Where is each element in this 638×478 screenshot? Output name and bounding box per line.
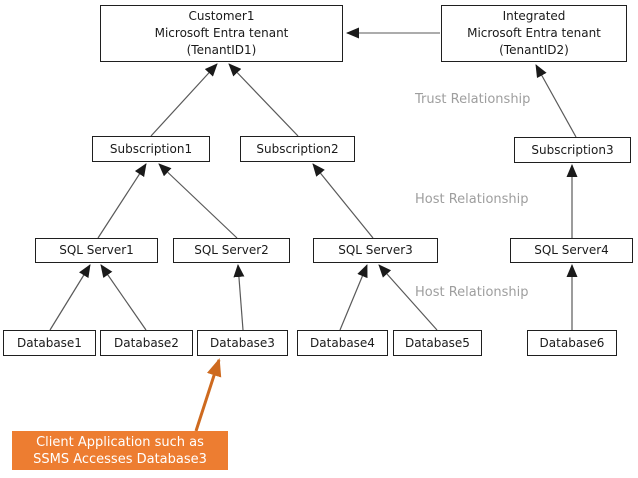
node-sql-server3: SQL Server3 [313, 238, 438, 263]
subscription1-label: Subscription1 [109, 141, 193, 156]
node-subscription2: Subscription2 [240, 136, 355, 162]
arrow-sqlserver2-to-subscription1 [158, 163, 238, 239]
arrow-subscription3-to-integrated [535, 64, 577, 138]
subscription3-label: Subscription3 [531, 142, 614, 157]
node-database6: Database6 [527, 330, 617, 356]
client-application-callout: Client Application such as SSMS Accesses… [12, 431, 228, 470]
node-subscription3: Subscription3 [514, 137, 631, 163]
database5-label: Database5 [405, 335, 470, 350]
database2-label: Database2 [114, 335, 179, 350]
callout-line2: SSMS Accesses Database3 [33, 451, 207, 467]
customer-tenant-id: (TenantID1) [186, 43, 257, 57]
arrow-sqlserver3-to-subscription2 [312, 163, 374, 239]
callout-line1: Client Application such as [36, 434, 204, 450]
sql-server1-label: SQL Server1 [59, 243, 134, 257]
node-database3: Database3 [197, 330, 288, 356]
node-subscription1: Subscription1 [92, 136, 210, 162]
arrow-database4-to-sqlserver3 [339, 264, 368, 331]
arrow-database3-to-sqlserver2 [233, 264, 245, 331]
arrow-subscription2-to-customer [228, 63, 299, 137]
host-relationship-lower-label: Host Relationship [415, 285, 529, 300]
arrow-database2-to-sqlserver1 [100, 264, 147, 331]
sql-server3-label: SQL Server3 [338, 243, 413, 257]
trust-relationship-label: Trust Relationship [415, 92, 531, 107]
integrated-tenant-id: (TenantID2) [499, 43, 569, 57]
database4-label: Database4 [310, 335, 375, 350]
customer-tenant-name: Customer1 [188, 9, 255, 23]
subscription2-label: Subscription2 [256, 141, 339, 156]
database6-label: Database6 [539, 335, 605, 350]
node-sql-server4: SQL Server4 [510, 238, 633, 263]
node-sql-server1: SQL Server1 [35, 238, 158, 263]
database3-label: Database3 [210, 335, 275, 350]
customer-tenant-type: Microsoft Entra tenant [154, 26, 289, 40]
node-database5: Database5 [393, 330, 482, 356]
node-customer-tenant: Customer1 Microsoft Entra tenant (Tenant… [100, 5, 343, 62]
arrow-client-application-to-database3 [194, 358, 222, 432]
arrow-sqlserver1-to-subscription1 [97, 163, 147, 239]
integrated-tenant-type: Microsoft Entra tenant [467, 26, 601, 40]
database1-label: Database1 [17, 335, 82, 350]
node-integrated-tenant: Integrated Microsoft Entra tenant (Tenan… [441, 5, 627, 62]
host-relationship-upper-label: Host Relationship [415, 192, 529, 207]
node-database2: Database2 [100, 330, 193, 356]
arrow-database1-to-sqlserver1 [49, 264, 91, 331]
sql-server2-label: SQL Server2 [194, 243, 269, 257]
arrow-subscription1-to-customer [150, 63, 218, 137]
node-sql-server2: SQL Server2 [173, 238, 290, 263]
sql-server4-label: SQL Server4 [534, 243, 609, 257]
arrow-database5-to-sqlserver3 [378, 264, 438, 331]
integrated-tenant-name: Integrated [502, 9, 566, 23]
node-database1: Database1 [3, 330, 96, 356]
node-database4: Database4 [297, 330, 388, 356]
